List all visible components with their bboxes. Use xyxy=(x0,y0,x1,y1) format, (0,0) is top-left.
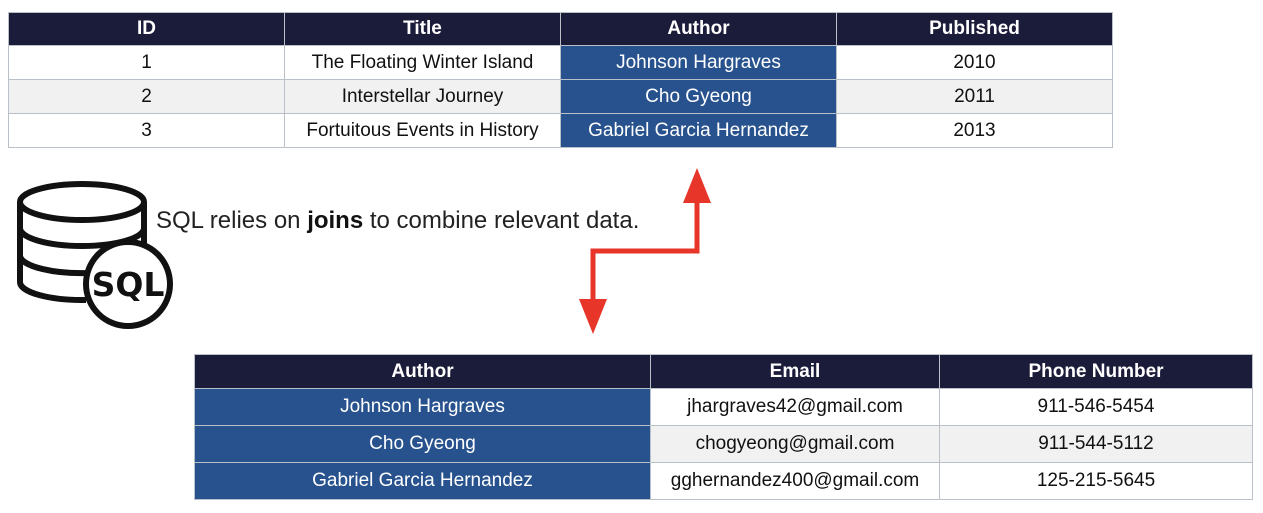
book-id-cell: 3 xyxy=(8,113,285,148)
authors-header-phone: Phone Number xyxy=(939,354,1253,389)
authors-header-author: Author xyxy=(194,354,651,389)
authors-row: Gabriel Garcia Hernandez gghernandez400@… xyxy=(194,462,1253,500)
join-caption: SQL relies on joins to combine relevant … xyxy=(156,207,639,235)
book-title-cell: Interstellar Journey xyxy=(284,79,561,114)
author-phone-cell: 911-544-5112 xyxy=(939,425,1253,463)
books-header-title: Title xyxy=(284,12,561,46)
book-author-cell: Gabriel Garcia Hernandez xyxy=(560,113,837,148)
book-id-cell: 2 xyxy=(8,79,285,114)
books-header-id: ID xyxy=(8,12,285,46)
books-header-author: Author xyxy=(560,12,837,46)
books-row: 3 Fortuitous Events in History Gabriel G… xyxy=(8,113,1113,148)
books-row: 1 The Floating Winter Island Johnson Har… xyxy=(8,45,1113,80)
author-email-cell: jhargraves42@gmail.com xyxy=(650,388,940,426)
author-phone-cell: 911-546-5454 xyxy=(939,388,1253,426)
caption-prefix: SQL relies on xyxy=(156,207,308,234)
book-published-cell: 2010 xyxy=(836,45,1113,80)
author-phone-cell: 125-215-5645 xyxy=(939,462,1253,500)
database-sql-icon: SQL xyxy=(16,181,173,329)
author-email-cell: chogyeong@gmail.com xyxy=(650,425,940,463)
authors-row: Johnson Hargraves jhargraves42@gmail.com… xyxy=(194,388,1253,426)
book-published-cell: 2013 xyxy=(836,113,1113,148)
author-name-cell: Johnson Hargraves xyxy=(194,388,651,426)
book-published-cell: 2011 xyxy=(836,79,1113,114)
authors-header-email: Email xyxy=(650,354,940,389)
authors-header-row: Author Email Phone Number xyxy=(194,354,1253,389)
sql-icon-label: SQL xyxy=(92,265,165,304)
book-id-cell: 1 xyxy=(8,45,285,80)
join-arrow-icon xyxy=(579,168,711,334)
books-row: 2 Interstellar Journey Cho Gyeong 2011 xyxy=(8,79,1113,114)
books-table: ID Title Author Published 1 The Floating… xyxy=(8,12,1113,148)
author-name-cell: Cho Gyeong xyxy=(194,425,651,463)
caption-suffix: to combine relevant data. xyxy=(363,207,640,234)
author-name-cell: Gabriel Garcia Hernandez xyxy=(194,462,651,500)
books-header-published: Published xyxy=(836,12,1113,46)
caption-emphasis: joins xyxy=(307,207,364,234)
author-email-cell: gghernandez400@gmail.com xyxy=(650,462,940,500)
authors-row: Cho Gyeong chogyeong@gmail.com 911-544-5… xyxy=(194,425,1253,463)
book-author-cell: Johnson Hargraves xyxy=(560,45,837,80)
book-title-cell: Fortuitous Events in History xyxy=(284,113,561,148)
books-header-row: ID Title Author Published xyxy=(8,12,1113,46)
book-author-cell: Cho Gyeong xyxy=(560,79,837,114)
book-title-cell: The Floating Winter Island xyxy=(284,45,561,80)
authors-table: Author Email Phone Number Johnson Hargra… xyxy=(194,354,1253,500)
